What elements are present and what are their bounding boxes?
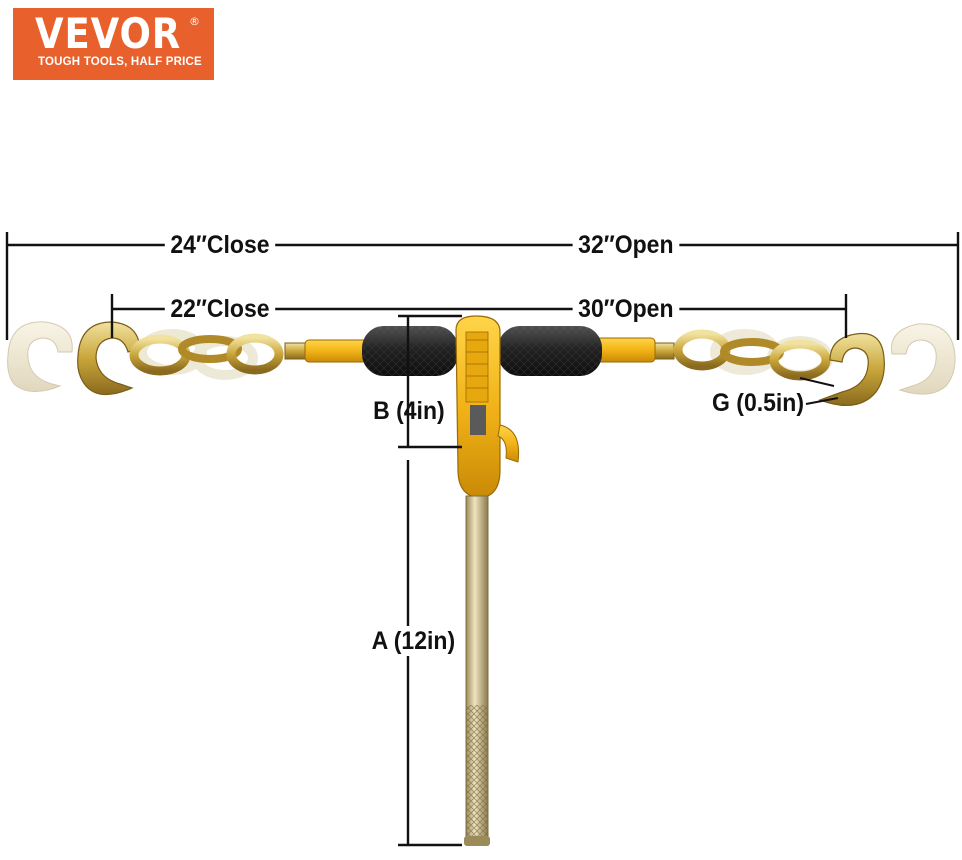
binder-grip-right [498,326,602,376]
g-pointer-top [799,377,835,387]
brand-name: VEVOR [35,9,182,58]
right-grab-hook [818,332,885,406]
right-chain [649,329,831,381]
inner-close-label: 22″Close [164,294,276,324]
ratchet-handle-rod [464,495,490,846]
b-dimension-label: B (4in) [373,397,445,425]
registered-mark: ® [189,15,200,28]
right-hook-open-ghost [891,323,956,395]
left-hook-open-ghost [7,321,73,392]
brand-tagline: TOUGH TOOLS, HALF PRICE [38,56,202,68]
left-grab-hook [77,321,141,396]
binder-tube-left [304,339,368,363]
brand-logo: VEVOR ® TOUGH TOOLS, HALF PRICE [13,8,214,80]
g-pointer-bottom [805,397,839,405]
outer-close-label: 24″Close [164,230,276,260]
a-dimension-label: A (12in) [366,626,461,656]
binder-tube-right [594,337,656,363]
binder-grip-left [362,326,458,376]
g-dimension-label: G (0.5in) [712,389,805,417]
inner-open-label: 30″Open [572,294,680,324]
ratchet-housing [455,315,520,499]
outer-open-label: 32″Open [572,230,680,260]
left-chain [129,333,308,376]
